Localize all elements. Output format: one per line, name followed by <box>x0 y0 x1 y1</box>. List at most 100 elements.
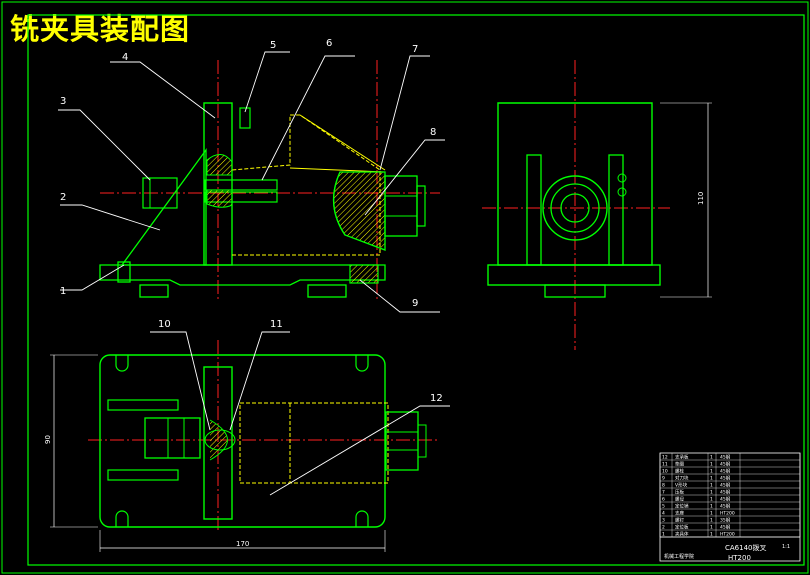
parts-cell: HT200 <box>720 511 735 517</box>
parts-cell: 45钢 <box>720 489 731 496</box>
parts-cell: 定位板 <box>675 524 689 531</box>
clamp-edge <box>299 114 386 171</box>
left-height-dimension: 90 <box>44 435 52 444</box>
side-nut-mid <box>550 183 600 233</box>
balloon-11: 11 <box>270 319 283 330</box>
balloon-6: 6 <box>326 38 332 49</box>
balloon-8: 8 <box>430 127 436 138</box>
parts-cell: 7 <box>662 490 665 496</box>
tb-school: 机械工程学院 <box>664 553 694 560</box>
side-small-hole-2 <box>617 187 627 197</box>
leader-6 <box>261 55 355 181</box>
parts-cell: 1 <box>710 511 713 517</box>
clamp-edge-2 <box>289 167 386 173</box>
parts-cell: 螺钉 <box>675 517 684 524</box>
side-foot <box>544 284 606 298</box>
tb-drawing-name: CA6140拨叉 <box>725 543 767 552</box>
parts-cell: 5 <box>662 504 665 510</box>
slot-bottom-right <box>355 510 369 527</box>
parts-cell: 螺栓 <box>675 468 684 475</box>
slot-bottom-left <box>115 510 129 527</box>
parts-cell: 1 <box>710 518 713 524</box>
side-height-dimension: 110 <box>697 192 705 205</box>
top-washer-hatch <box>209 419 228 461</box>
parts-cell: 支座 <box>675 510 684 517</box>
top-view: 90 170 <box>44 340 440 552</box>
side-nut-hole <box>560 193 590 223</box>
leader-1 <box>60 264 125 291</box>
hex-nut-right <box>384 175 418 237</box>
balloon-5: 5 <box>270 40 276 51</box>
balloon-labels: 1 2 3 4 5 6 7 8 9 10 11 12 <box>60 38 443 404</box>
v-block-curve <box>332 171 346 236</box>
parts-cell: 1 <box>710 497 713 503</box>
top-nut-right-washer <box>417 424 427 458</box>
parts-cell: 夹具体 <box>675 531 689 538</box>
tb-scale: 1:1 <box>782 544 790 550</box>
nut-washer <box>416 185 426 227</box>
parts-cell: 10 <box>662 469 668 475</box>
parts-cell: 1 <box>662 532 665 538</box>
parts-cell: 螺母 <box>675 496 684 503</box>
inner-border <box>27 14 805 566</box>
balloon-12: 12 <box>430 393 443 404</box>
parts-cell: 1 <box>710 483 713 489</box>
balloon-4: 4 <box>122 52 128 63</box>
parts-cell: 4 <box>662 511 665 517</box>
front-view <box>99 60 440 300</box>
v-block-section <box>332 171 386 251</box>
parts-cell: 45钢 <box>720 524 731 531</box>
parts-cell: 45钢 <box>720 454 731 461</box>
balloon-10: 10 <box>158 319 171 330</box>
parts-cell: 压板 <box>675 489 684 496</box>
parts-cell: 对刀块 <box>675 475 689 482</box>
balloon-7: 7 <box>412 44 418 55</box>
upright-block <box>203 102 233 266</box>
horizontal-pin-lower <box>204 191 278 203</box>
side-rib-right <box>608 154 624 266</box>
parts-cell: 11 <box>662 462 668 468</box>
parts-cell: 1 <box>710 462 713 468</box>
base-foot-left <box>139 284 169 298</box>
parts-cell: 45钢 <box>720 482 731 489</box>
parts-cell: 定位销 <box>675 503 689 510</box>
leader-9 <box>359 279 440 313</box>
parts-cell: 1 <box>710 490 713 496</box>
parts-cell: 35钢 <box>720 517 731 524</box>
parts-cell: 45钢 <box>720 496 731 503</box>
parts-cell: 1 <box>710 525 713 531</box>
hatched-section-lower <box>206 189 233 208</box>
parts-cell: 12 <box>662 455 668 461</box>
top-bar-1 <box>107 399 179 411</box>
parts-cell: HT200 <box>720 532 735 538</box>
top-nut-left <box>144 417 201 459</box>
tb-material: HT200 <box>728 554 751 562</box>
top-nut-right <box>385 411 419 471</box>
parts-cell: 1 <box>710 532 713 538</box>
leader-10 <box>150 331 211 431</box>
parts-cell: 45钢 <box>720 461 731 468</box>
base-foot-right <box>307 284 347 298</box>
leader-11 <box>229 331 290 431</box>
parts-cell: 1 <box>710 504 713 510</box>
slot-top-right <box>355 355 369 372</box>
leader-4 <box>110 61 216 119</box>
parts-cell: 45钢 <box>720 475 731 482</box>
leader-8 <box>364 139 445 216</box>
parts-cell: 9 <box>662 476 665 482</box>
parts-cell: 1 <box>710 476 713 482</box>
parts-cell: 45钢 <box>720 468 731 475</box>
leaders <box>58 51 450 496</box>
leader-12 <box>269 405 450 496</box>
drawing-title: 铣夹具装配图 <box>10 12 191 46</box>
slot-top-left <box>115 355 129 372</box>
leader-5 <box>244 51 290 113</box>
horizontal-pin <box>204 179 278 191</box>
parts-cell: 3 <box>662 518 665 524</box>
top-upright <box>203 366 233 520</box>
upright-cap <box>239 107 251 129</box>
parts-cell: 垫圈 <box>675 461 684 468</box>
